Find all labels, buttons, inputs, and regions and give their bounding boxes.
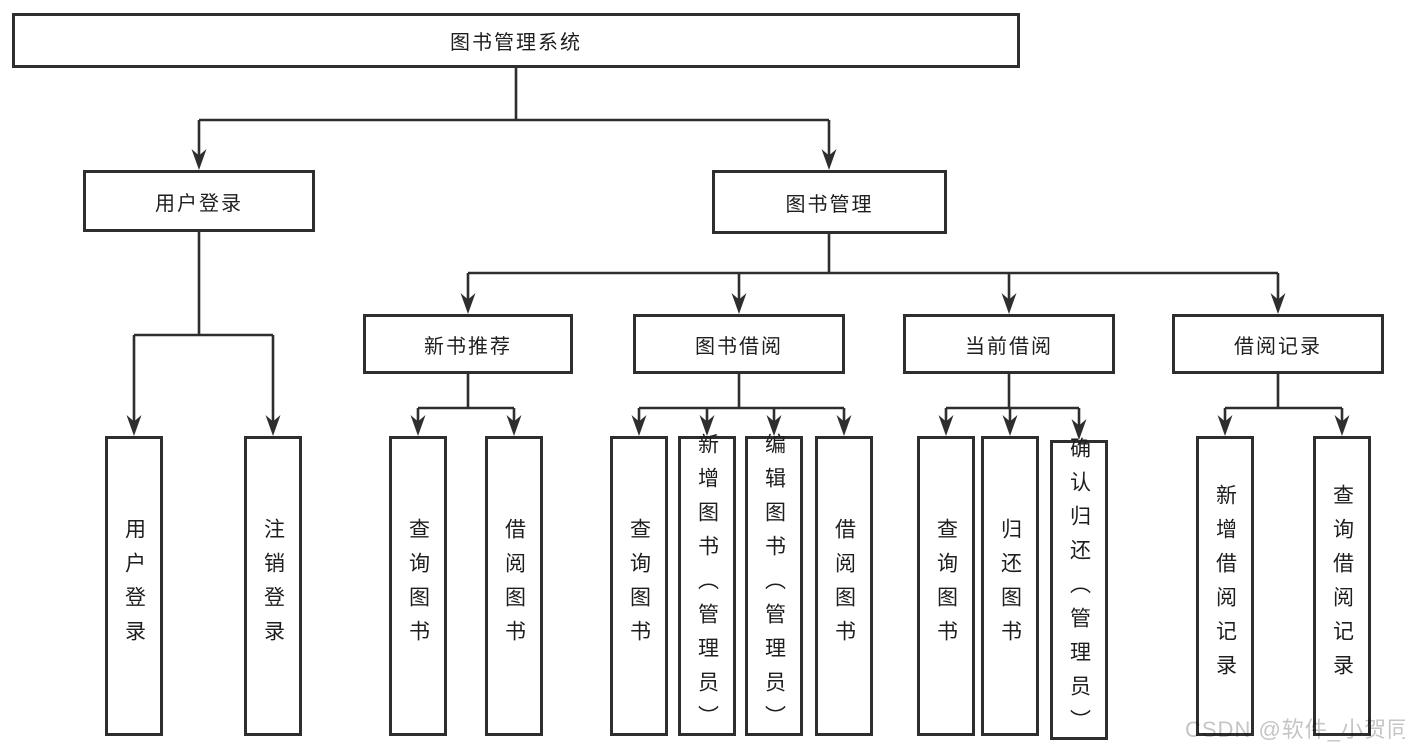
leaf-return-books: 归还图书 xyxy=(981,436,1039,736)
node-label: 编辑图书（管理员） xyxy=(762,433,786,739)
node-label: 新增图书（管理员） xyxy=(695,433,719,739)
node-new-book-recommendation: 新书推荐 xyxy=(363,314,573,374)
node-book-management: 图书管理 xyxy=(712,170,947,234)
node-label: 注销登录 xyxy=(261,518,285,654)
leaf-user-login: 用户登录 xyxy=(105,436,163,736)
node-label: 确认归还（管理员） xyxy=(1067,437,1091,743)
leaf-add-borrow-record: 新增借阅记录 xyxy=(1196,436,1254,736)
leaf-query-books: 查询图书 xyxy=(610,436,668,736)
node-label: 借阅图书 xyxy=(502,518,526,654)
leaf-add-books-admin: 新增图书（管理员） xyxy=(678,433,736,739)
node-label: 借阅图书 xyxy=(832,518,856,654)
leaf-query-borrow-record: 查询借阅记录 xyxy=(1313,436,1371,736)
node-label: 新书推荐 xyxy=(424,335,512,358)
node-borrowing-records: 借阅记录 xyxy=(1172,314,1384,374)
node-label: 借阅记录 xyxy=(1234,335,1322,358)
leaf-borrow-books: 借阅图书 xyxy=(815,436,873,736)
node-label: 查询借阅记录 xyxy=(1330,484,1354,688)
node-current-borrowing: 当前借阅 xyxy=(903,314,1115,374)
leaf-confirm-return-admin: 确认归还（管理员） xyxy=(1050,437,1108,743)
node-label: 新增借阅记录 xyxy=(1213,484,1237,688)
node-library-management-system: 图书管理系统 xyxy=(12,13,1020,68)
node-label: 图书管理 xyxy=(785,193,874,216)
leaf-query-books: 查询图书 xyxy=(917,436,975,736)
node-label: 当前借阅 xyxy=(965,335,1053,358)
csdn-watermark: CSDN @软件_小贺同学 xyxy=(1185,717,1405,742)
node-label: 归还图书 xyxy=(998,518,1022,654)
node-label: 图书管理系统 xyxy=(450,32,582,54)
node-label: 查询图书 xyxy=(406,518,430,654)
node-label: 图书借阅 xyxy=(695,335,783,358)
leaf-edit-books-admin: 编辑图书（管理员） xyxy=(745,433,803,739)
node-label: 查询图书 xyxy=(934,518,958,654)
arrowheads xyxy=(126,149,1350,440)
node-label: 用户登录 xyxy=(122,518,146,654)
node-label: 查询图书 xyxy=(627,518,651,654)
leaf-query-books: 查询图书 xyxy=(389,436,447,736)
node-user-login: 用户登录 xyxy=(83,170,315,232)
node-label: 用户登录 xyxy=(155,192,243,215)
leaf-logout-login: 注销登录 xyxy=(244,436,302,736)
leaf-borrow-books: 借阅图书 xyxy=(485,436,543,736)
node-book-borrowing: 图书借阅 xyxy=(633,314,845,374)
